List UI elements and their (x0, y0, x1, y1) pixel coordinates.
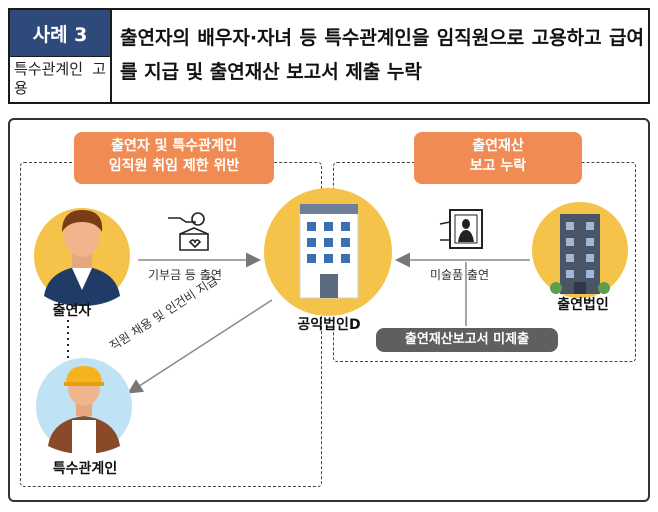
related-person-icon (36, 358, 132, 454)
artwork-frame-icon (439, 209, 483, 249)
violation-pill: 출연자 및 특수관계인 임직원 취임 제한 위반 (74, 132, 274, 184)
case-category-label: 특수관계인 고용 (10, 56, 110, 102)
public-corp-building-icon (264, 188, 392, 316)
contrib-corp-building-icon (532, 202, 628, 298)
diagram-frame (8, 118, 650, 502)
public-corp-label: 공익법인D (297, 317, 361, 333)
donation-edge-label: 기부금 등 출연 (148, 268, 222, 282)
report-not-submitted-badge: 출연재산보고서 미제출 (376, 328, 558, 352)
contributor-icon (34, 208, 130, 306)
hire-arrow (127, 299, 273, 394)
contributor-label: 출연자 (52, 303, 92, 319)
header-divider (110, 10, 112, 102)
related-person-label: 특수관계인 (52, 461, 118, 477)
contrib-corp-label: 출연법인 (557, 297, 609, 313)
report-missing-pill: 출연재산 보고 누락 (414, 132, 582, 184)
case-header: 사례 3 특수관계인 고용 출연자의 배우자·자녀 등 특수관계인을 임직원으로… (8, 8, 650, 104)
art-edge-label: 미술품 출연 (430, 268, 490, 282)
donation-box-icon (168, 212, 209, 251)
case-number-label: 사례 3 (10, 10, 110, 56)
case-title: 출연자의 배우자·자녀 등 특수관계인을 임직원으로 고용하고 급여를 지급 및… (120, 27, 644, 83)
